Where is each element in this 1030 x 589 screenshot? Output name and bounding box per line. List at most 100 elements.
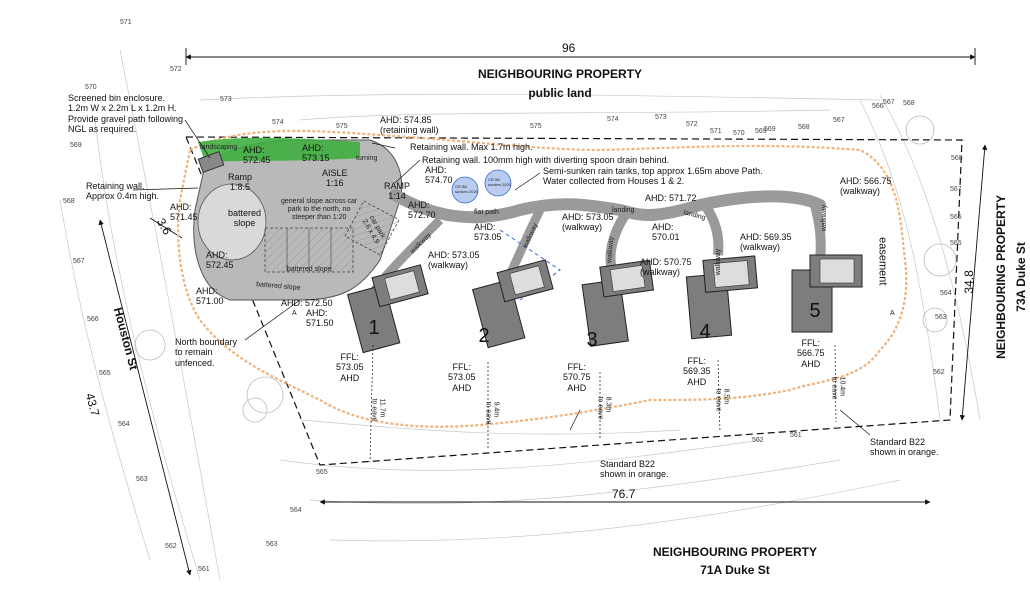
trees <box>134 115 957 423</box>
eave-lines <box>369 344 837 463</box>
flat-path <box>389 189 826 224</box>
rain-tank-1 <box>451 176 479 204</box>
contour-label: 569 <box>70 142 82 149</box>
house-eave: 8.3m to eave <box>596 396 612 420</box>
ahd-label: AHD: 570.01 <box>652 222 680 243</box>
walkway-5 <box>810 203 826 261</box>
contour-label: 567 <box>950 186 962 193</box>
label-walkway-5: walkway <box>821 204 829 232</box>
north-neighbour-sub: public land <box>528 86 592 100</box>
car-park-pair <box>344 200 400 256</box>
label-general-slope: general slope across car park to the nor… <box>281 198 358 222</box>
label-flat-path: flat path <box>474 209 499 216</box>
contour-label: 563 <box>136 476 148 483</box>
label-rain-tank-1: CR 5kl sunken 2020 <box>455 184 478 194</box>
label-ramp-left: Ramp 1:8.5 <box>228 172 253 193</box>
leader-lines <box>132 119 871 436</box>
contour-label: 568 <box>903 100 915 107</box>
contour-label: 569 <box>764 126 776 133</box>
house-number: 2 <box>478 325 490 347</box>
dim-bottom: 76.7 <box>612 487 636 501</box>
contour-label: 565 <box>950 240 962 247</box>
house-ffl: FFL: 573.05 AHD <box>336 352 364 383</box>
contour-label: 564 <box>118 421 130 428</box>
house-number: 5 <box>809 300 821 322</box>
north-arrow-1: A <box>292 310 297 317</box>
house-ffl: FFL: 566.75 AHD <box>797 338 825 369</box>
ahd-label: AHD: 571.50 <box>306 308 334 329</box>
contour-label: 570 <box>733 130 745 137</box>
contour-label: 563 <box>935 314 947 321</box>
ahd-label: AHD: 573.15 <box>302 143 330 164</box>
contour-label: 562 <box>752 437 764 444</box>
contour-label: 574 <box>272 119 284 126</box>
house-3 <box>581 259 655 347</box>
label-battered-slope: battered slope <box>228 208 262 229</box>
contour-label: 567 <box>833 117 845 124</box>
label-easement: easement <box>876 237 889 286</box>
contour-label: 571 <box>710 128 722 135</box>
house-ffl: FFL: 569.35 AHD <box>683 356 711 387</box>
ahd-label: AHD: 572.70 <box>408 200 436 221</box>
north-neighbour-title: NEIGHBOURING PROPERTY <box>477 67 642 81</box>
note-bin-enclosure: Screened bin enclosure. 1.2m W x 2.2m L … <box>68 93 184 135</box>
label-landing-1: landing <box>612 207 635 214</box>
label-rain-tank-2: CR 5kl sunken 2020 <box>488 177 511 187</box>
note-b22-east: Standard B22 shown in orange. <box>870 437 939 458</box>
contour-label: 570 <box>85 84 97 91</box>
label-battered-slope-bottom: battered slope <box>287 266 332 273</box>
house-ffl: FFL: 573.05 AHD <box>448 362 476 393</box>
south-neighbour-title: NEIGHBOURING PROPERTY <box>652 545 817 559</box>
ahd-label: AHD: 566.75 (walkway) <box>840 176 892 197</box>
contour-label: 572 <box>686 121 698 128</box>
contour-label: 563 <box>266 541 278 548</box>
house-eave: 11.7m to eave <box>370 398 386 422</box>
south-neighbour-sub: 71A Duke St <box>700 563 770 577</box>
battered-slope-circle <box>197 183 267 261</box>
contour-label: 566 <box>87 316 99 323</box>
contour-label: 574 <box>607 116 619 123</box>
house-eave: 10.4m to eave <box>830 376 846 400</box>
label-turning: turning <box>356 155 378 162</box>
contour-label: 568 <box>63 198 75 205</box>
note-north-boundary: North boundary to remain unfenced. <box>175 337 238 368</box>
ahd-label: AHD: 574.85 (retaining wall) <box>380 115 439 136</box>
house-eave: 9.4m to eave <box>484 401 500 425</box>
contour-label: 564 <box>290 507 302 514</box>
contour-label: 564 <box>940 290 952 297</box>
ahd-label: AHD: 573.05 (walkway) <box>562 212 614 233</box>
contour-label: 575 <box>336 123 348 130</box>
note-retaining-small: Retaining wall. Approx 0.4m high. <box>86 181 160 202</box>
house-eave: 8.5m to eave <box>714 388 730 412</box>
ahd-label: AHD: 571.00 <box>196 286 224 307</box>
contour-label: 572 <box>170 66 182 73</box>
dimension-lines <box>98 48 988 576</box>
contour-label: 561 <box>790 432 802 439</box>
label-aisle: AISLE 1:16 <box>322 168 348 189</box>
house-4 <box>685 255 759 340</box>
note-b22-south: Standard B22 shown in orange. <box>600 459 669 480</box>
note-retaining-100: Retaining wall. 100mm high with divertin… <box>422 155 670 165</box>
label-landscaping: landscaping <box>200 144 238 151</box>
house-ffl: FFL: 570.75 AHD <box>563 362 591 393</box>
east-neighbour-title: NEIGHBOURING PROPERTY <box>994 194 1009 359</box>
contour-label: 573 <box>220 96 232 103</box>
label-walkway-4: walkway <box>715 248 723 276</box>
contour-label: 567 <box>883 99 895 106</box>
house-number: 1 <box>368 317 380 339</box>
house-number: 4 <box>699 321 711 343</box>
contour-label: 565 <box>99 370 111 377</box>
ahd-label: AHD: 572.45 <box>243 145 271 166</box>
note-retaining-max: Retaining wall. Max 1.7m high. <box>410 142 533 152</box>
ahd-label: AHD: 573.05 (walkway) <box>428 250 480 271</box>
ahd-label: AHD: 571.45 <box>170 202 198 223</box>
contour-label: 573 <box>655 114 667 121</box>
b22-envelope <box>177 129 908 428</box>
walkway-4 <box>700 202 724 256</box>
east-neighbour-sub: 73A Duke St <box>1014 242 1029 312</box>
house-1 <box>346 264 429 354</box>
landscaping-strip <box>198 137 360 162</box>
contour-label: 568 <box>798 124 810 131</box>
ahd-label: AHD: 570.75 (walkway) <box>640 257 692 278</box>
contour-label: 561 <box>198 566 210 573</box>
